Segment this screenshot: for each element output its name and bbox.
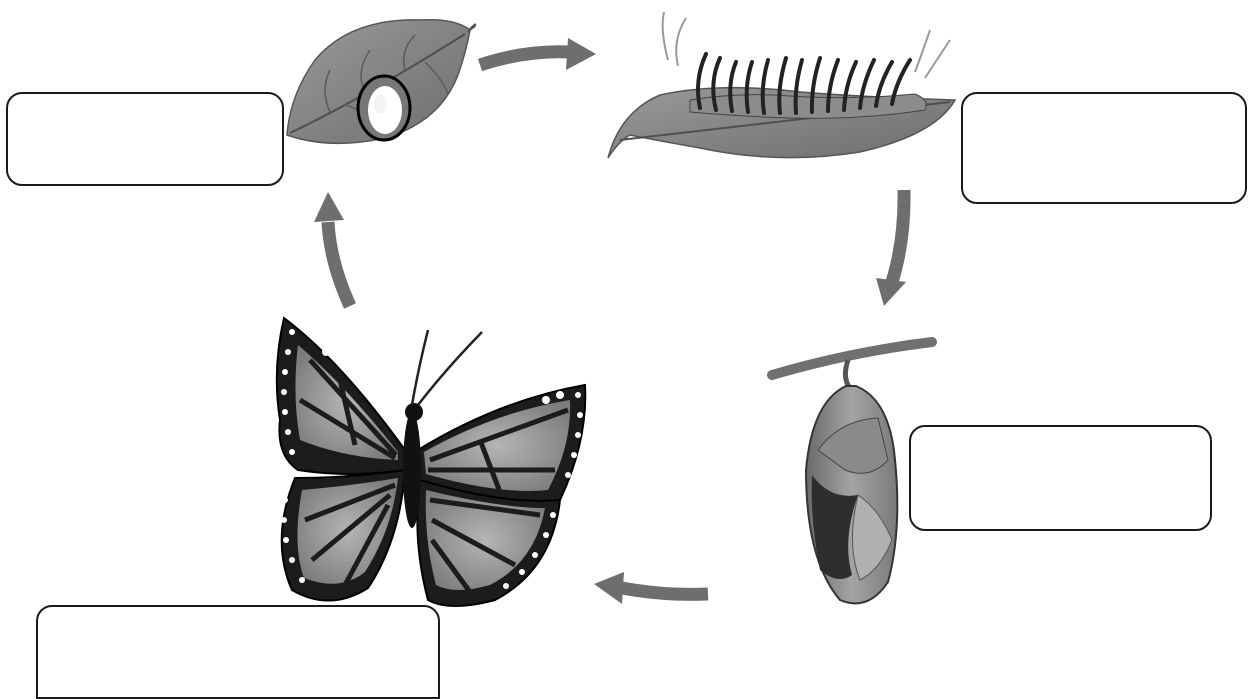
caterpillar-stage-label-box[interactable] (961, 92, 1247, 204)
arrow-butterfly-to-egg-icon (314, 192, 350, 306)
egg (368, 86, 402, 134)
leaf-with-egg-icon (287, 20, 476, 144)
arrow-chrysalis-to-butterfly-icon (594, 572, 708, 604)
arrow-caterpillar-to-chrysalis-icon (876, 190, 906, 306)
chrysalis-stage-label-box[interactable] (909, 425, 1212, 531)
butterfly-stage-label-box[interactable] (36, 605, 440, 699)
chrysalis-icon (772, 342, 932, 603)
caterpillar-on-leaf-icon (608, 12, 955, 158)
arrow-egg-to-caterpillar-icon (480, 38, 596, 70)
butterfly-icon (277, 318, 585, 606)
egg-stage-label-box[interactable] (6, 92, 284, 186)
